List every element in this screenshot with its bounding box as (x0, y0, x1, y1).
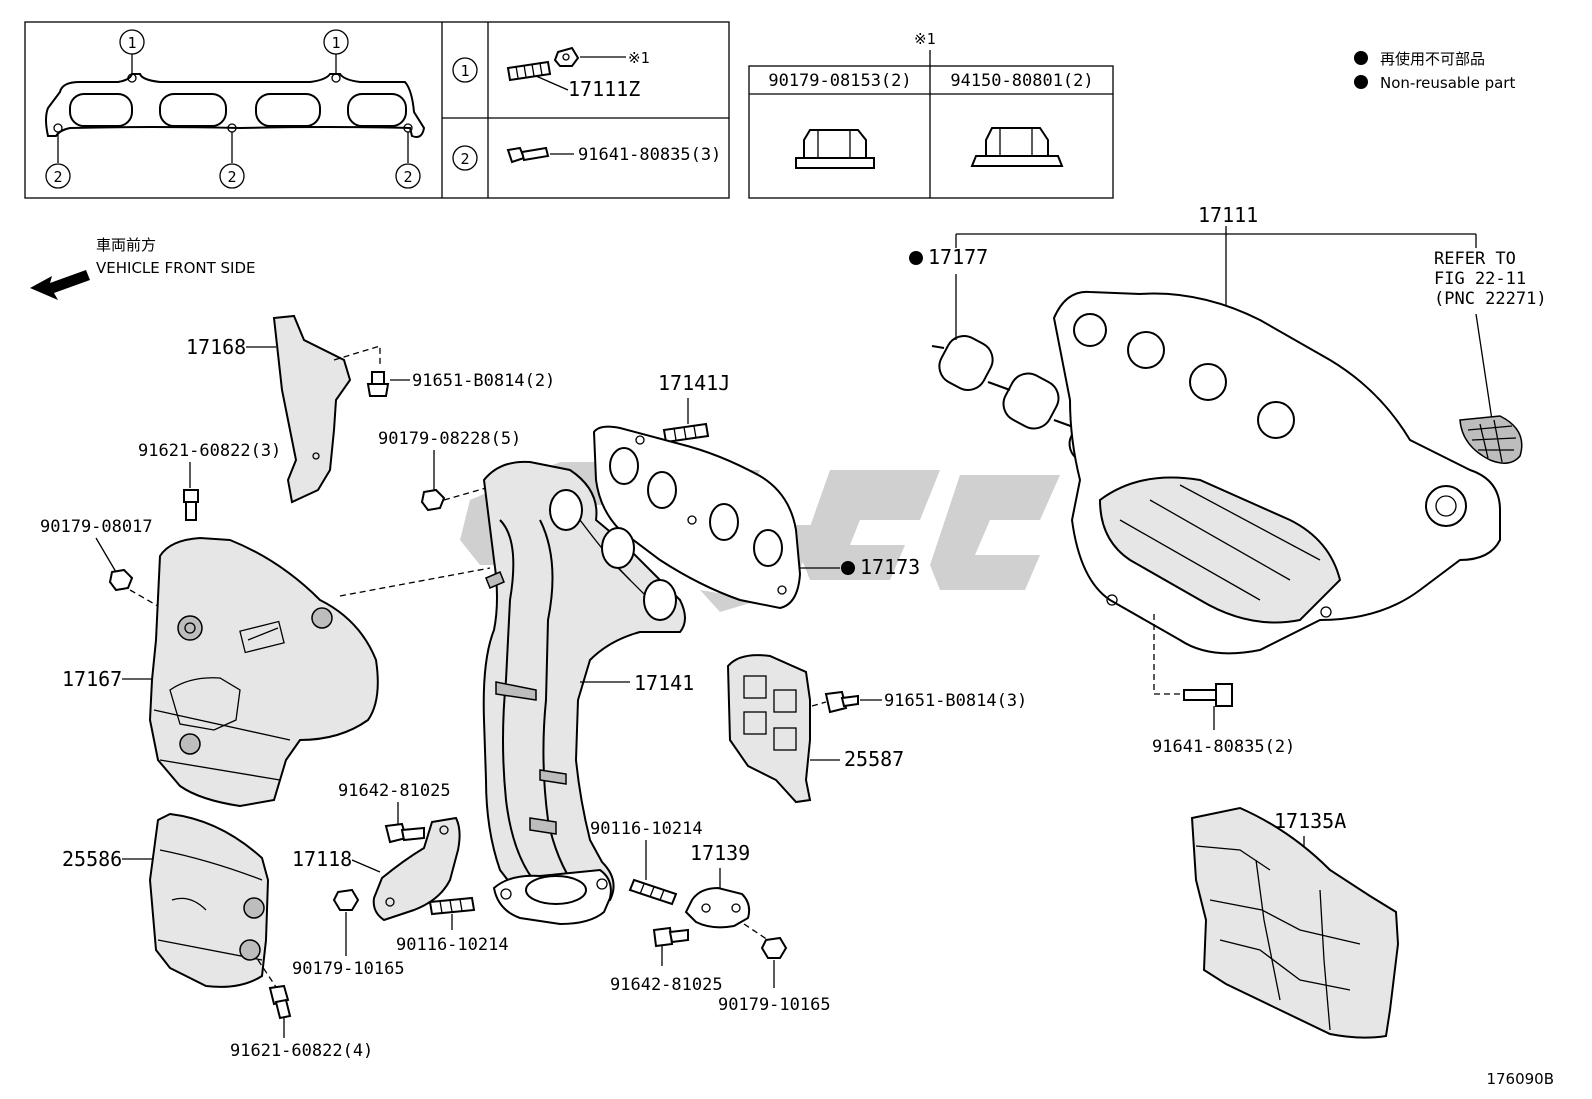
part-label-91621-60822-4: 91621-60822(4) (230, 1041, 373, 1061)
hex-nut-icon (795, 129, 875, 169)
flange-nut-icon (970, 127, 1064, 167)
part-label-90179-10165-a: 90179-10165 (292, 959, 405, 979)
bullet-icon (1354, 75, 1368, 89)
part-label-17141: 17141 (634, 671, 694, 695)
callout-2-bottom-mid: 2 (219, 163, 245, 189)
non-reusable-mark: ※1 (628, 49, 650, 67)
part-label-91642-81025-a: 91642-81025 (338, 781, 451, 801)
bullet-icon (909, 251, 923, 265)
intake-insulator: 17135A (1190, 806, 1400, 1039)
svg-text:2: 2 (460, 150, 469, 168)
refer-line3: (PNC 22271) (1434, 289, 1547, 309)
part-label-91651-B0814-2: 91651-B0814(2) (412, 371, 555, 391)
bolt-icon (384, 822, 425, 844)
bullet-icon (1354, 51, 1368, 65)
nut-icon (108, 568, 134, 592)
orientation-jp: 車両前方 (96, 236, 156, 254)
part-label-17141J: 17141J (658, 371, 730, 395)
bolt-icon (268, 984, 292, 1020)
non-reusable-legend: 再使用不可部品 Non-reusable part (1354, 50, 1515, 92)
part-label-17139: 17139 (690, 841, 750, 865)
svg-text:1: 1 (127, 34, 136, 52)
stud-icon (428, 896, 476, 916)
heat-insulator-main: 17167 (62, 536, 491, 808)
part-label-17167: 17167 (62, 667, 122, 691)
stud-icon (506, 60, 552, 82)
arrow-left-icon (30, 270, 90, 300)
legend-en: Non-reusable part (1380, 74, 1515, 92)
exhaust-manifold: 17141 (482, 460, 694, 926)
nut-table: ※1 90179-08153(2) 94150-80801(2) (748, 30, 1114, 199)
stud-icon (628, 878, 678, 906)
part-label-91642-81025-b: 91642-81025 (610, 975, 723, 995)
svg-text:17177: 17177 (928, 245, 988, 269)
part-label-90179-10165-b: 90179-10165 (718, 995, 831, 1015)
orientation-en: VEHICLE FRONT SIDE (96, 259, 256, 277)
stud-group-17141J: 17141J (658, 371, 730, 444)
refer-line1: REFER TO (1434, 249, 1516, 269)
part-label-17111: 17111 (1198, 203, 1258, 227)
part-label-91641-80835-2: 91641-80835(2) (1152, 737, 1295, 757)
callout-2-bottom-right: 2 (395, 163, 421, 189)
svg-text:2: 2 (53, 168, 62, 186)
svg-text:2: 2 (227, 168, 236, 186)
part-label-90179-08017: 90179-08017 (40, 517, 153, 537)
nut-icon (760, 936, 788, 959)
part-label-90116-10214-a: 90116-10214 (590, 819, 703, 839)
bolt-group-91621-3: 91621-60822(3) (138, 441, 281, 521)
svg-text:1: 1 (460, 62, 469, 80)
bolt-icon (506, 146, 550, 164)
part-label-90116-10214-b: 90116-10214 (396, 935, 509, 955)
bolt-icon (1183, 683, 1233, 707)
callout-1-top-left: 1 (119, 29, 145, 55)
heat-insulator-25587: 25587 91651-B0814(3) (726, 654, 1027, 804)
part-label-91621-60822-3: 91621-60822(3) (138, 441, 281, 461)
nut-icon (332, 888, 360, 911)
legend-jp: 再使用不可部品 (1380, 50, 1485, 68)
part-label-25587: 25587 (844, 747, 904, 771)
stud-icon (662, 422, 710, 444)
nut-table-note: ※1 (914, 30, 936, 48)
exhaust-gasket: 17173 (592, 425, 920, 610)
legend-row-1-callout: 1 (452, 57, 478, 83)
bolt-icon (183, 489, 199, 521)
intake-manifold: 17111 17177 REFER TO FIG 22-11 (PNC 2227… (909, 203, 1547, 757)
bolt-icon (824, 690, 859, 714)
part-label-17173: 17173 (860, 555, 920, 579)
gasket-plate-outline (45, 73, 426, 138)
nut-icon (553, 46, 580, 67)
part-label-90179-08228-5: 90179-08228(5) (378, 429, 521, 449)
bolt-icon (366, 371, 390, 397)
part-label-17177: 17177 (909, 245, 988, 269)
part-label-17118: 17118 (292, 847, 352, 871)
heat-insulator-upper: 17168 91651-B0814(2) (186, 314, 555, 504)
part-label-25586: 25586 (62, 847, 122, 871)
svg-text:2: 2 (403, 168, 412, 186)
manifold-stay: 91642-81025 17118 90179-10165 90116-1021… (292, 781, 509, 979)
part-label-91641-80835-3: 91641-80835(3) (578, 145, 721, 165)
bullet-icon (841, 561, 855, 575)
svg-text:1: 1 (331, 34, 340, 52)
refer-line2: FIG 22-11 (1434, 269, 1526, 289)
callout-1-top-right: 1 (323, 29, 349, 55)
legend-row-2-callout: 2 (452, 145, 478, 171)
callout-2-bottom-left: 2 (45, 163, 71, 189)
bracket-17139: 90116-10214 17139 91642-81025 90179-1016… (590, 819, 831, 1015)
gasket-detail-box: 1 1 2 2 2 1 2 (24, 21, 730, 199)
nut-icon (420, 488, 446, 512)
heat-insulator-25586: 25586 91621-60822(4) (62, 812, 373, 1061)
part-label-17168: 17168 (186, 335, 246, 359)
figure-id: 176090B (1486, 1070, 1554, 1088)
bolt-icon (652, 926, 689, 948)
part-label-91651-B0814-3: 91651-B0814(3) (884, 691, 1027, 711)
part-label-17135A: 17135A (1274, 809, 1346, 833)
part-label-17111Z: 17111Z (568, 77, 640, 101)
nut-table-col2: 94150-80801(2) (950, 71, 1093, 91)
nut-group-90179-08228: 90179-08228(5) (378, 429, 529, 512)
vehicle-front-indicator: 車両前方 VEHICLE FRONT SIDE (30, 236, 256, 300)
nut-table-col1: 90179-08153(2) (768, 71, 911, 91)
